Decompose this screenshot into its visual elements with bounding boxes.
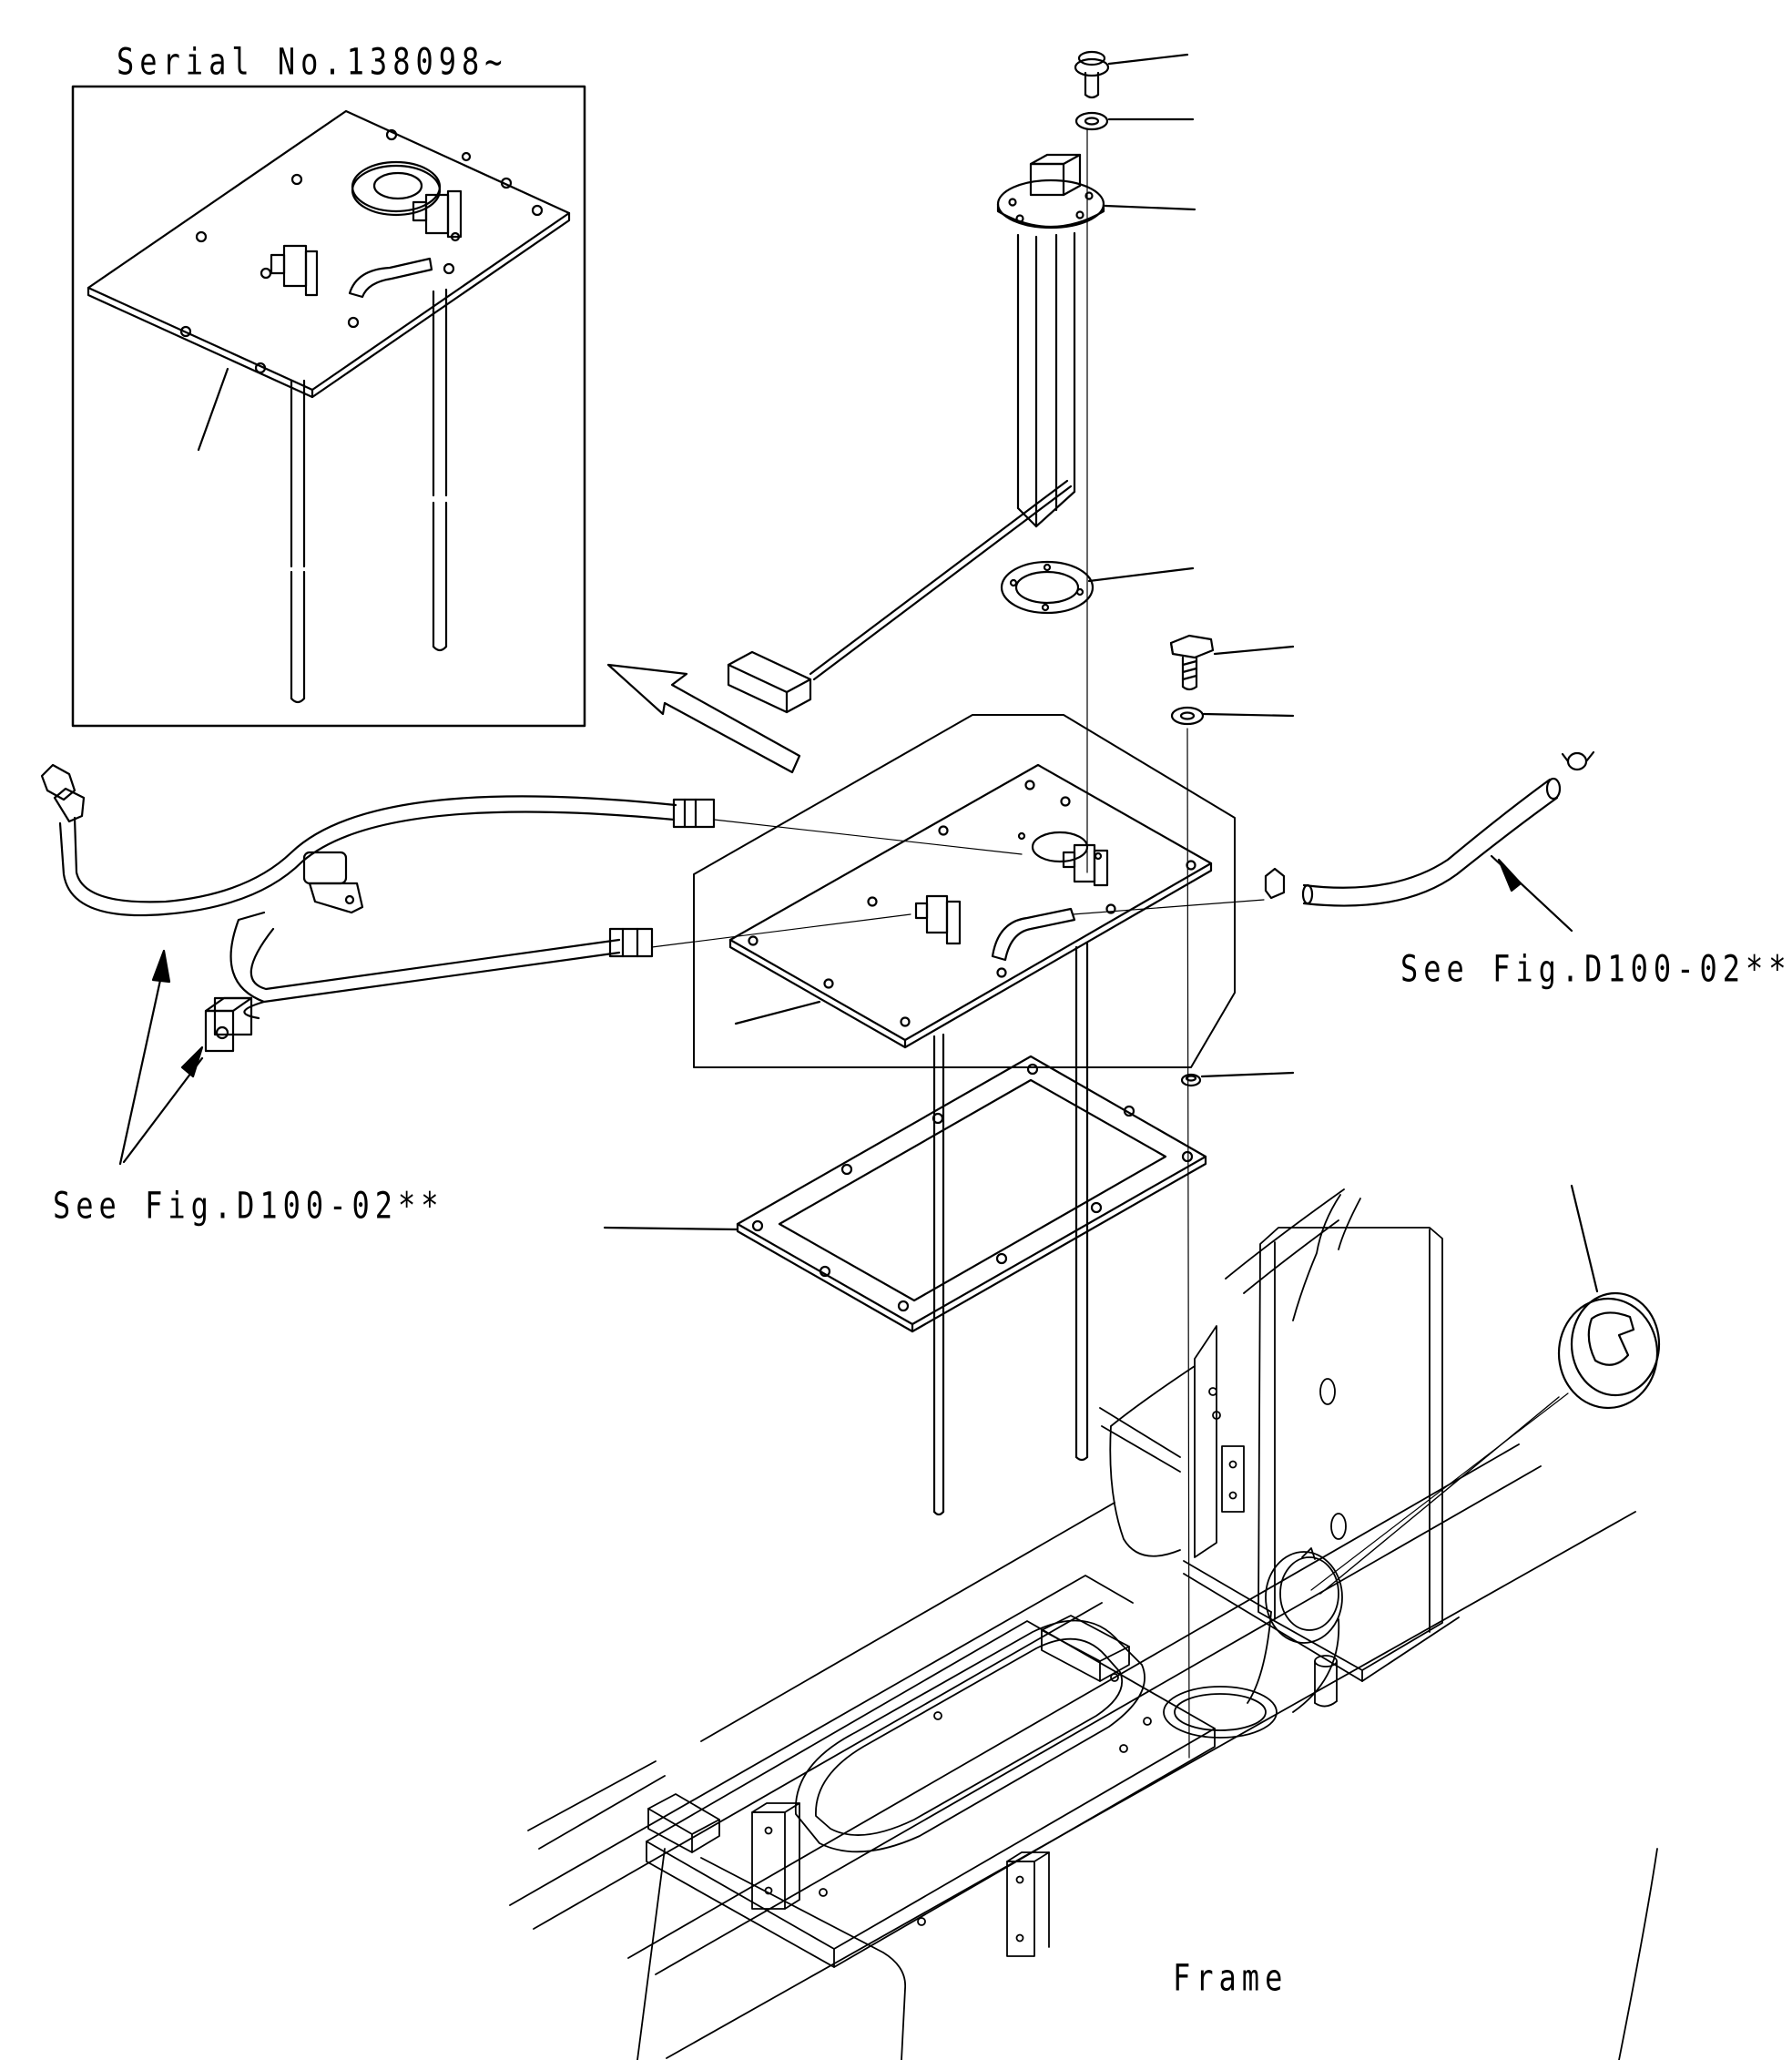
leader-sender-gasket	[1087, 566, 1195, 583]
inset-tubes	[290, 288, 448, 704]
top-washer	[1074, 111, 1195, 131]
leader-tank-cap	[1570, 1184, 1599, 1293]
link-hose-right	[1072, 899, 1265, 915]
cover-plate	[728, 763, 1213, 1516]
leader-tank-gasket	[603, 1226, 739, 1231]
cover-group-outline	[693, 714, 1236, 1068]
leader-cover-washer	[1202, 712, 1295, 718]
serial-number-label: Serial No.138098~	[117, 40, 508, 84]
inset-leader	[197, 367, 229, 452]
inset-serial-variant	[71, 85, 586, 728]
inset-connector-right	[412, 189, 463, 239]
fuel-level-sender	[727, 153, 1196, 714]
direction-arrow	[606, 663, 801, 774]
tank-frame-structure	[509, 1188, 1658, 2060]
inset-bent-pipe	[348, 257, 433, 299]
tank-gasket	[603, 1055, 1207, 1333]
right-hose	[1264, 750, 1595, 933]
left-hose-lower	[204, 911, 654, 1053]
see-figure-reference-right: See Fig.D100-02**	[1400, 947, 1792, 991]
cover-washer	[1170, 706, 1295, 726]
frame-label: Frame	[1173, 1956, 1288, 2000]
leader-top-bolt	[1107, 53, 1189, 66]
cap-to-neck-link	[1310, 1392, 1569, 1591]
leader-seal-ring	[1200, 1071, 1295, 1078]
leader-sender	[1104, 204, 1196, 211]
link-hose-lower	[651, 913, 911, 948]
centerline-bolt	[1186, 728, 1190, 1759]
inset-connector-left	[270, 244, 319, 297]
left-hose-upper	[40, 763, 716, 917]
inset-plate	[87, 109, 571, 399]
arrows-see-fig-left	[118, 949, 204, 1166]
link-hose-upper	[713, 819, 1023, 855]
cover-bolt	[1169, 634, 1295, 691]
top-bolt	[1074, 50, 1189, 99]
leader-cover-bolt	[1213, 645, 1295, 656]
seal-ring	[1180, 1071, 1295, 1087]
inset-sender-flange	[351, 160, 442, 217]
sender-gasket	[1000, 560, 1195, 615]
inset-frame	[71, 85, 586, 728]
tank-cap	[1319, 1184, 1661, 1595]
leader-cover-plate	[734, 1000, 821, 1025]
see-figure-reference-left: See Fig.D100-02**	[53, 1184, 444, 1228]
